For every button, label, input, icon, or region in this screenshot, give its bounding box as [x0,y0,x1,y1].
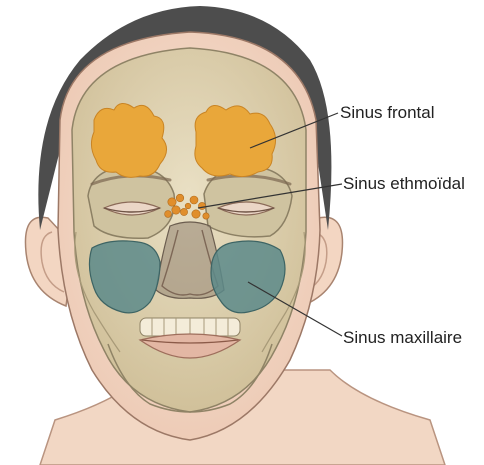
label-sinus-frontal: Sinus frontal [340,104,435,121]
frontal-sinus-right [195,105,276,176]
label-sinus-maxillary: Sinus maxillaire [343,329,462,346]
teeth [140,318,240,336]
label-sinus-ethmoid: Sinus ethmoïdal [343,175,465,192]
